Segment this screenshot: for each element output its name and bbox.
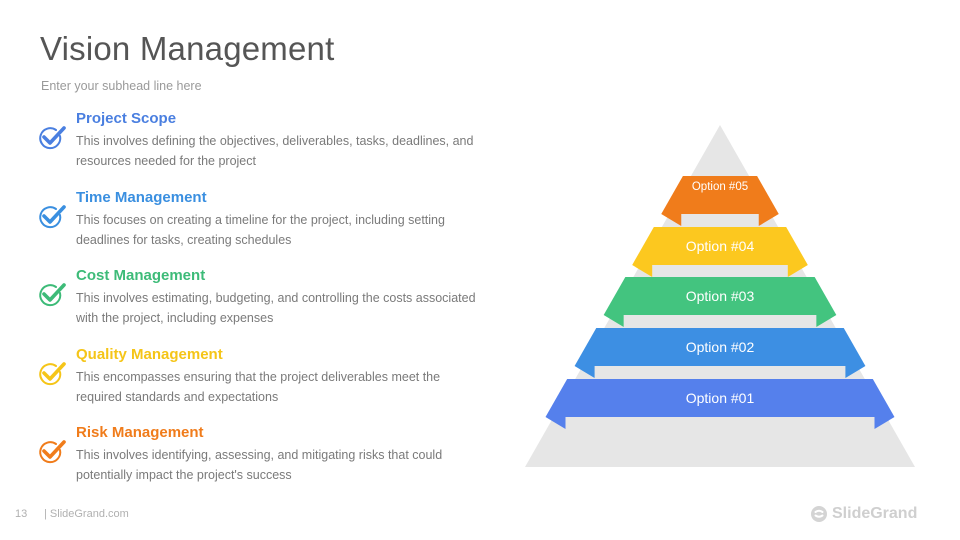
pyramid-band: [545, 379, 895, 417]
band-fold-right: [816, 315, 837, 327]
pyramid-label-option-03: Option #03: [685, 288, 755, 304]
item-heading: Cost Management: [76, 267, 206, 284]
list-item-risk-management: Risk Management This involves identifyin…: [38, 424, 478, 503]
logo-text: SlideGrand: [832, 505, 918, 522]
band-fold-right: [845, 366, 866, 378]
pyramid-label-option-01: Option #01: [685, 390, 755, 406]
item-description: This involves identifying, assessing, an…: [76, 448, 443, 482]
pyramid-band: [574, 328, 866, 366]
pyramid-label-option-05: Option #05: [691, 181, 749, 193]
list-item-quality-management: Quality Management This encompasses ensu…: [38, 346, 478, 425]
item-description: This encompasses ensuring that the proje…: [76, 369, 441, 404]
checkmark-icon: [39, 126, 66, 150]
band-fold-left: [632, 265, 653, 277]
item-heading: Time Management: [76, 188, 207, 206]
pyramid-label-option-02: Option #02: [685, 339, 755, 355]
slide-subhead: Enter your subhead line here: [41, 79, 202, 93]
item-heading: Risk Management: [76, 424, 204, 441]
checkmark-icon: [39, 283, 66, 307]
list-item-cost-management: Cost Management This involves estimating…: [38, 267, 478, 346]
pyramid-band: [632, 227, 808, 265]
band-fold-right: [874, 417, 895, 429]
band-fold-left: [574, 366, 595, 378]
items-list: Project Scope This involves defining the…: [38, 110, 478, 503]
checkmark-icon: [39, 440, 66, 464]
list-item-time-management: Time Management This focuses on creating…: [38, 189, 478, 268]
checkmark-icon: [39, 361, 66, 385]
brand-logo: SlideGrand: [810, 503, 917, 525]
band-fold-left: [661, 214, 682, 226]
item-heading: Project Scope: [76, 110, 177, 127]
band-fold-right: [787, 265, 808, 277]
band-fold-right: [758, 214, 779, 226]
item-heading: Quality Management: [76, 345, 223, 363]
pyramid-diagram: Option #05 Option #04 Option #03 Option …: [510, 120, 930, 480]
item-description: This focuses on creating a timeline for …: [76, 212, 445, 247]
band-fold-left: [603, 315, 624, 327]
list-item-project-scope: Project Scope This involves defining the…: [38, 110, 478, 189]
pyramid-shapes: [525, 125, 915, 467]
slidegrand-logo-icon: [811, 506, 827, 522]
footer-site: | SlideGrand.com: [44, 508, 129, 520]
checkmark-icon: [39, 204, 66, 228]
page-number: 13: [15, 508, 28, 520]
pyramid-band: [661, 176, 779, 214]
pyramid-band: [603, 277, 837, 315]
band-fold-left: [545, 417, 566, 429]
item-description: This involves estimating, budgeting, and…: [76, 291, 476, 325]
item-description: This involves defining the objectives, d…: [76, 134, 474, 168]
slide-title: Vision Management: [40, 30, 335, 67]
pyramid-label-option-04: Option #04: [685, 238, 755, 254]
